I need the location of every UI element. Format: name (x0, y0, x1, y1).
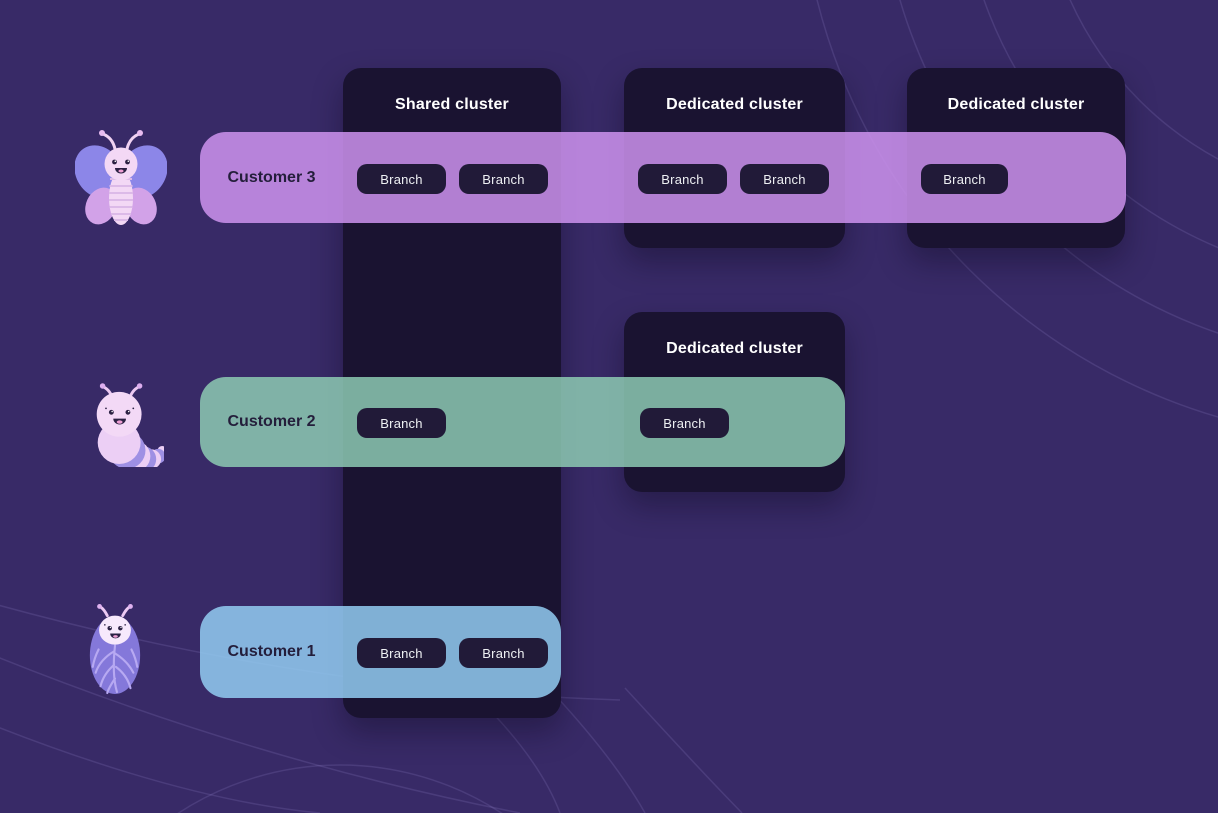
chrysalis-icon (89, 604, 141, 695)
branch-pill: Branch (640, 408, 729, 438)
customer2-band: Customer 2 (200, 377, 845, 467)
cluster-title: Dedicated cluster (666, 340, 803, 357)
branch-pill: Branch (740, 164, 829, 194)
cluster-title: Dedicated cluster (666, 96, 803, 113)
branch-pill: Branch (357, 408, 446, 438)
branch-pill: Branch (638, 164, 727, 194)
branch-pill: Branch (357, 638, 446, 668)
cluster-title: Dedicated cluster (947, 96, 1085, 113)
customer1-label: Customer 1 (227, 643, 316, 660)
customer2-label: Customer 2 (227, 413, 316, 430)
cluster-title: Shared cluster (395, 96, 509, 113)
butterfly-icon (75, 130, 167, 225)
branch-pill: Branch (459, 164, 548, 194)
branch-pill: Branch (921, 164, 1008, 194)
customer3-label: Customer 3 (227, 168, 316, 186)
caterpillar-icon (96, 383, 164, 467)
branch-pill: Branch (357, 164, 446, 194)
branch-pill: Branch (459, 638, 548, 668)
